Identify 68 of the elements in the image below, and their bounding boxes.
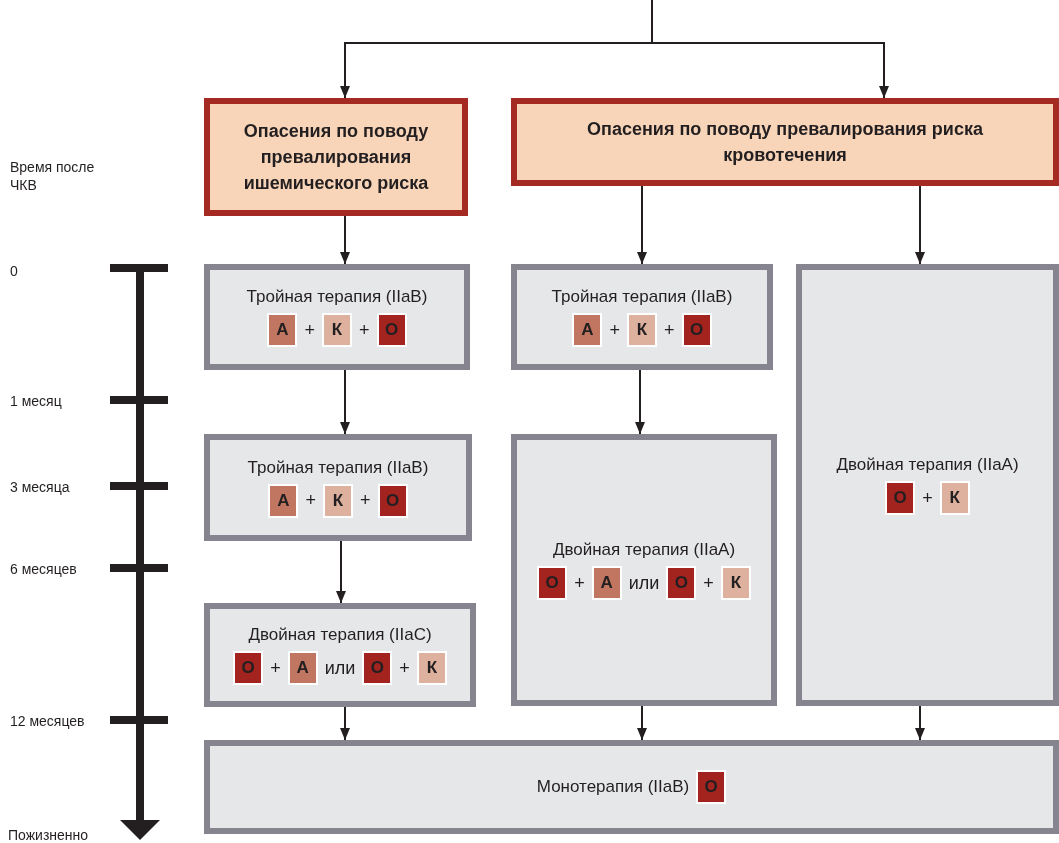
therapy-title: Монотерапия (IIaB): [536, 777, 690, 797]
operator-text: +: [360, 490, 371, 511]
therapy-box: [204, 264, 470, 370]
operator-text: +: [664, 319, 675, 341]
therapy-box: [204, 740, 1059, 834]
arrow: [340, 706, 350, 741]
operator-text: +: [399, 657, 410, 679]
arrow: [635, 369, 645, 435]
axis-title: Время после ЧКВ: [10, 158, 96, 195]
operator-text: +: [574, 572, 585, 594]
therapy-title: Двойная терапия (IIaA): [552, 540, 736, 560]
drug-chip: К: [322, 313, 352, 347]
risk-header-box: [204, 98, 468, 216]
arrow: [651, 0, 889, 99]
operator-text: +: [304, 319, 315, 341]
therapy-box: [204, 434, 472, 541]
drug-chip: О: [681, 313, 712, 347]
drug-chip: О: [537, 566, 568, 600]
drug-chip: А: [287, 651, 318, 685]
drug-chip: А: [572, 313, 603, 347]
drug-chip: К: [720, 566, 751, 600]
drug-chip: К: [323, 483, 353, 518]
drug-chip: О: [666, 566, 697, 600]
operator-text: +: [359, 319, 370, 341]
drug-chip: К: [939, 481, 970, 515]
therapy-title: Тройная терапия (IIaB): [551, 287, 733, 307]
drug-chip: К: [627, 313, 657, 347]
time-label: 12 месяцев: [10, 712, 86, 731]
risk-header-box: [511, 98, 1059, 186]
operator-text: +: [270, 657, 281, 679]
header-text: Опасения по поводу превалирования риска кровотечения: [586, 117, 984, 167]
time-label: Пожизненно: [8, 826, 90, 843]
therapy-title: Тройная терапия (IIaB): [247, 457, 429, 478]
therapy-box: [796, 264, 1059, 706]
arrow: [340, 369, 350, 435]
drug-chip: А: [267, 313, 298, 347]
therapy-title: Двойная терапия (IIaA): [836, 455, 1019, 475]
therapy-box: [511, 264, 773, 370]
drug-chip: О: [377, 483, 408, 518]
operator-text: +: [305, 490, 316, 511]
therapy-box: [204, 603, 476, 707]
time-label: 3 месяца: [10, 478, 71, 497]
arrow: [915, 185, 925, 265]
drug-chip: О: [885, 481, 916, 515]
drug-chip: О: [233, 651, 264, 685]
operator-text: +: [922, 487, 933, 509]
therapy-box: [511, 434, 777, 706]
therapy-title: Двойная терапия (IIaC): [248, 625, 432, 645]
arrow: [340, 215, 350, 265]
time-label: 6 месяцев: [10, 560, 78, 579]
arrow: [637, 705, 647, 741]
time-label: 0: [10, 262, 19, 281]
arrow: [637, 185, 647, 265]
operator-text: или: [324, 657, 356, 679]
drug-chip: А: [591, 566, 622, 600]
time-label: 1 месяц: [10, 392, 63, 411]
header-text: Опасения по поводу превалирования ишемического риска: [242, 119, 430, 196]
operator-text: или: [628, 572, 660, 594]
drug-chip: К: [416, 651, 447, 685]
therapy-title: Тройная терапия (IIaB): [246, 287, 428, 307]
operator-text: +: [609, 319, 620, 341]
drug-chip: А: [268, 483, 299, 518]
operator-text: +: [703, 572, 714, 594]
arrow: [336, 540, 346, 604]
drug-chip: О: [696, 770, 727, 804]
drug-chip: О: [362, 651, 393, 685]
arrow: [915, 705, 925, 741]
drug-chip: О: [376, 313, 407, 347]
